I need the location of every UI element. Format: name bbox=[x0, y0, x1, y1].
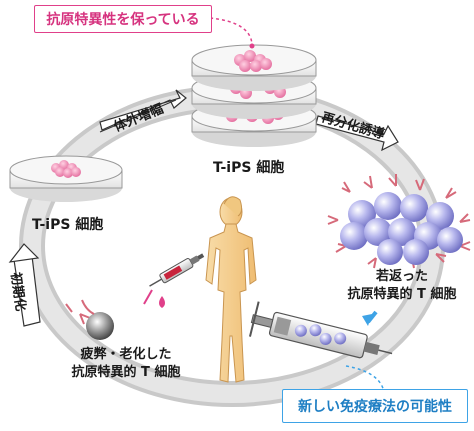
dish-top bbox=[191, 44, 317, 91]
badge-connector bbox=[209, 17, 255, 49]
rejuvenated-label-line2: 抗原特異的 T 細胞 bbox=[347, 287, 457, 302]
redifferentiation-arrow bbox=[315, 115, 399, 152]
human-figure bbox=[205, 196, 257, 383]
left-petri-dish bbox=[9, 155, 123, 202]
exhausted-t-cell bbox=[65, 299, 114, 340]
expansion-arrow bbox=[99, 89, 187, 133]
stacked-petri-dishes bbox=[191, 44, 317, 147]
left-dish-colony bbox=[51, 160, 81, 178]
rejuvenated-label-line1: 若返った bbox=[375, 269, 428, 284]
rejuvenated-t-cell-cluster bbox=[327, 174, 471, 269]
exhausted-label-line2: 抗原特異的 T 細胞 bbox=[71, 365, 181, 380]
antigen-specificity-badge: 抗原特異性を保っている bbox=[34, 5, 212, 33]
exhausted-label-line1: 疲弊・老化した bbox=[80, 347, 172, 362]
blood-draw-syringe bbox=[143, 253, 205, 308]
tips-left-label: T-iPS 細胞 bbox=[32, 217, 104, 233]
initialization-arrow bbox=[8, 243, 41, 327]
syringe-connector bbox=[345, 310, 385, 393]
new-immunotherapy-badge: 新しい免疫療法の可能性 bbox=[282, 389, 468, 423]
tips-top-label: T-iPS 細胞 bbox=[213, 160, 285, 176]
injection-syringe bbox=[248, 301, 393, 359]
